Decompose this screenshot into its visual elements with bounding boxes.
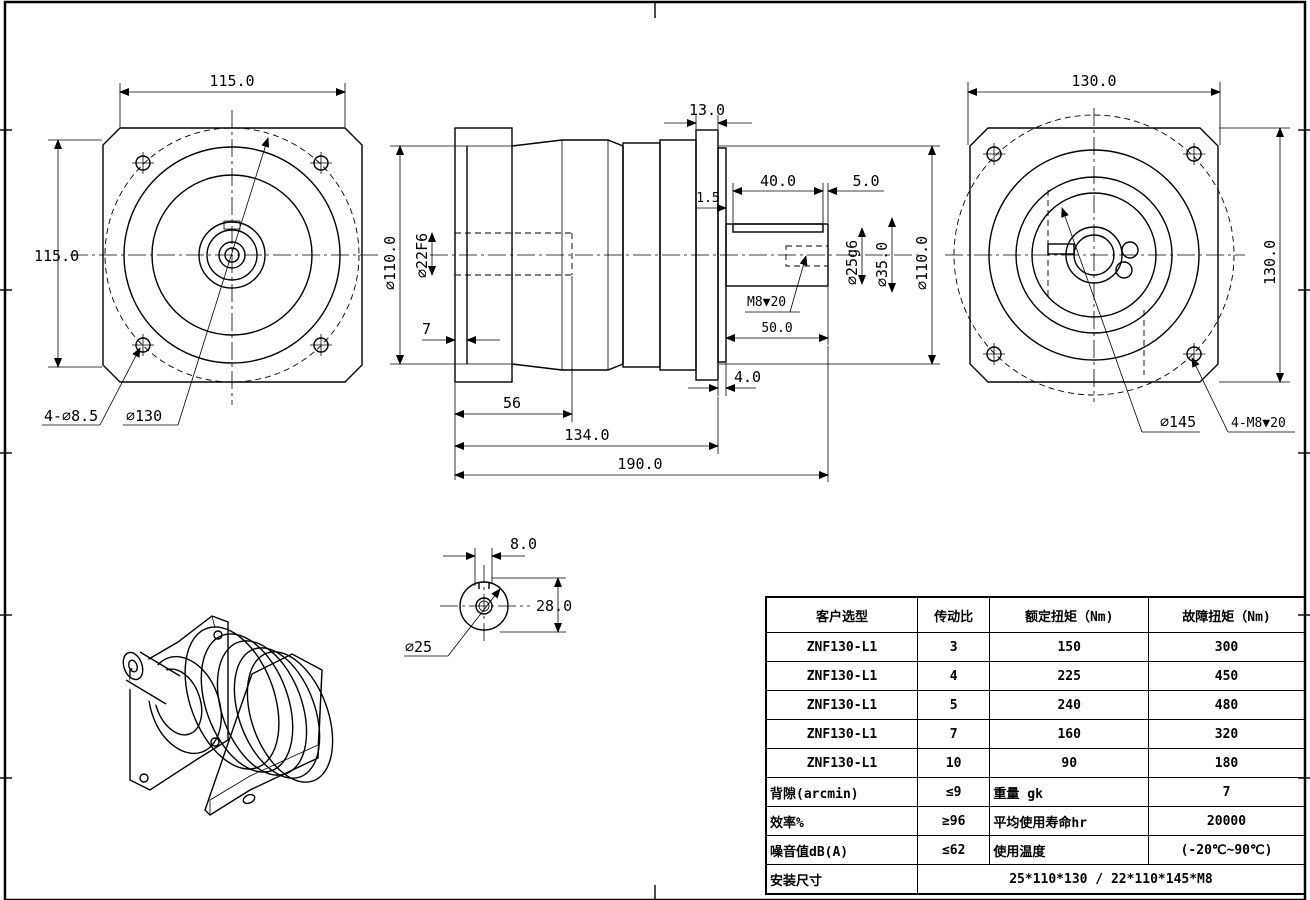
key-width-label: 8.0 [510, 535, 537, 553]
temperature-label: 使用温度 [989, 835, 1149, 865]
shaft-tap-label: M8▼20 [747, 295, 786, 310]
fault-torque-cell: 320 [1148, 719, 1306, 749]
fault-torque-cell: 480 [1148, 690, 1306, 720]
mount-size-label: 安装尺寸 [765, 864, 918, 895]
front-height-label: 115.0 [34, 247, 79, 265]
table-row: ZNF130-L1 5 240 480 [765, 690, 1306, 720]
pilot-diameter-label: ⌀110.0 [913, 236, 931, 290]
backlash-value: ≤9 [916, 777, 991, 807]
life-label: 平均使用寿命hr [989, 806, 1149, 836]
mount-hole [132, 334, 154, 356]
fault-torque-cell: 450 [1148, 661, 1306, 691]
flange-circle-label: ⌀145 [1160, 413, 1196, 431]
spec-table: 客户选型 传动比 额定扭矩（Nm) 故障扭矩（Nm) ZNF130-L1 3 1… [765, 596, 1306, 895]
table-row: ZNF130-L1 3 150 300 [765, 632, 1306, 662]
table-header-row: 客户选型 传动比 额定扭矩（Nm) 故障扭矩（Nm) [765, 596, 1306, 633]
header-cell: 客户选型 [765, 596, 918, 633]
flange-width-label: 130.0 [1071, 72, 1116, 90]
model-cell: ZNF130-L1 [765, 719, 918, 749]
fault-torque-cell: 300 [1148, 632, 1306, 662]
ratio-cell: 10 [916, 748, 991, 778]
table-row: ZNF130-L1 4 225 450 [765, 661, 1306, 691]
model-cell: ZNF130-L1 [765, 661, 918, 691]
input-depth-label: 56 [503, 394, 521, 412]
mount-hole [983, 343, 1005, 365]
backlash-label: 背隙(arcmin) [765, 777, 918, 807]
mount-size-value: 25*110*130 / 22*110*145*M8 [916, 864, 1306, 895]
mount-hole [983, 143, 1005, 165]
key-offset-label: 5.0 [852, 172, 879, 190]
mount-hole [1183, 143, 1205, 165]
ratio-cell: 4 [916, 661, 991, 691]
shoulder-label: 1.5 [696, 191, 719, 206]
model-cell: ZNF130-L1 [765, 748, 918, 778]
temperature-value: (-20℃~90℃) [1148, 835, 1306, 865]
body-diameter-label: ⌀110.0 [381, 236, 399, 290]
weight-value: 7 [1148, 777, 1306, 807]
header-cell: 故障扭矩（Nm) [1148, 596, 1306, 633]
rated-torque-cell: 160 [989, 719, 1149, 749]
rated-torque-cell: 240 [989, 690, 1149, 720]
key-height-label: 28.0 [536, 597, 572, 615]
flange-thickness-label: 13.0 [689, 101, 725, 119]
table-row: 效率% ≥96 平均使用寿命hr 20000 [765, 806, 1306, 836]
front-view: 115.0 115.0 4-⌀8.5 ⌀130 [34, 72, 380, 426]
flange-tap-label: 4-M8▼20 [1231, 416, 1286, 431]
key-length-label: 40.0 [760, 172, 796, 190]
length-190-label: 190.0 [617, 455, 662, 473]
rated-torque-cell: 90 [989, 748, 1149, 778]
front-pcd-label: ⌀130 [126, 407, 162, 425]
table-row: ZNF130-L1 10 90 180 [765, 748, 1306, 778]
fault-torque-cell: 180 [1148, 748, 1306, 778]
shaft-section: 8.0 28.0 ⌀25 [404, 535, 572, 657]
spigot-label: 4.0 [734, 368, 761, 386]
shaft-section-dia-label: ⌀25 [405, 638, 432, 656]
side-view: 13.0 40.0 5.0 1.5 ⌀110.0 ⌀22F6 ⌀25g6 ⌀35… [381, 101, 940, 482]
length-134-label: 134.0 [564, 426, 609, 444]
table-row: 背隙(arcmin) ≤9 重量 gk 7 [765, 777, 1306, 807]
model-cell: ZNF130-L1 [765, 632, 918, 662]
efficiency-label: 效率% [765, 806, 918, 836]
rated-torque-cell: 150 [989, 632, 1149, 662]
flange-height-label: 130.0 [1261, 240, 1279, 285]
efficiency-value: ≥96 [916, 806, 991, 836]
noise-label: 噪音值dB(A) [765, 835, 918, 865]
ratio-cell: 7 [916, 719, 991, 749]
front-width-label: 115.0 [209, 72, 254, 90]
shaft-diameter-label: ⌀25g6 [843, 240, 861, 285]
boss-diameter-label: ⌀35.0 [873, 242, 891, 287]
weight-label: 重量 gk [989, 777, 1149, 807]
ratio-cell: 5 [916, 690, 991, 720]
flange-view: 130.0 130.0 ⌀145 4-M8▼20 [945, 72, 1295, 433]
input-step-label: 7 [422, 320, 431, 338]
shaft-length-label: 50.0 [761, 321, 792, 336]
life-value: 20000 [1148, 806, 1306, 836]
isometric-view [122, 615, 334, 816]
bore-label: ⌀22F6 [413, 233, 431, 278]
header-cell: 额定扭矩（Nm) [989, 596, 1149, 633]
mount-hole [310, 152, 332, 174]
table-row: 噪音值dB(A) ≤62 使用温度 (-20℃~90℃) [765, 835, 1306, 865]
header-cell: 传动比 [916, 596, 991, 633]
rated-torque-cell: 225 [989, 661, 1149, 691]
table-row: ZNF130-L1 7 160 320 [765, 719, 1306, 749]
front-holes-label: 4-⌀8.5 [44, 407, 98, 425]
noise-value: ≤62 [916, 835, 991, 865]
table-row: 安装尺寸 25*110*130 / 22*110*145*M8 [765, 864, 1306, 895]
mount-hole [132, 152, 154, 174]
model-cell: ZNF130-L1 [765, 690, 918, 720]
ratio-cell: 3 [916, 632, 991, 662]
mount-hole [310, 334, 332, 356]
